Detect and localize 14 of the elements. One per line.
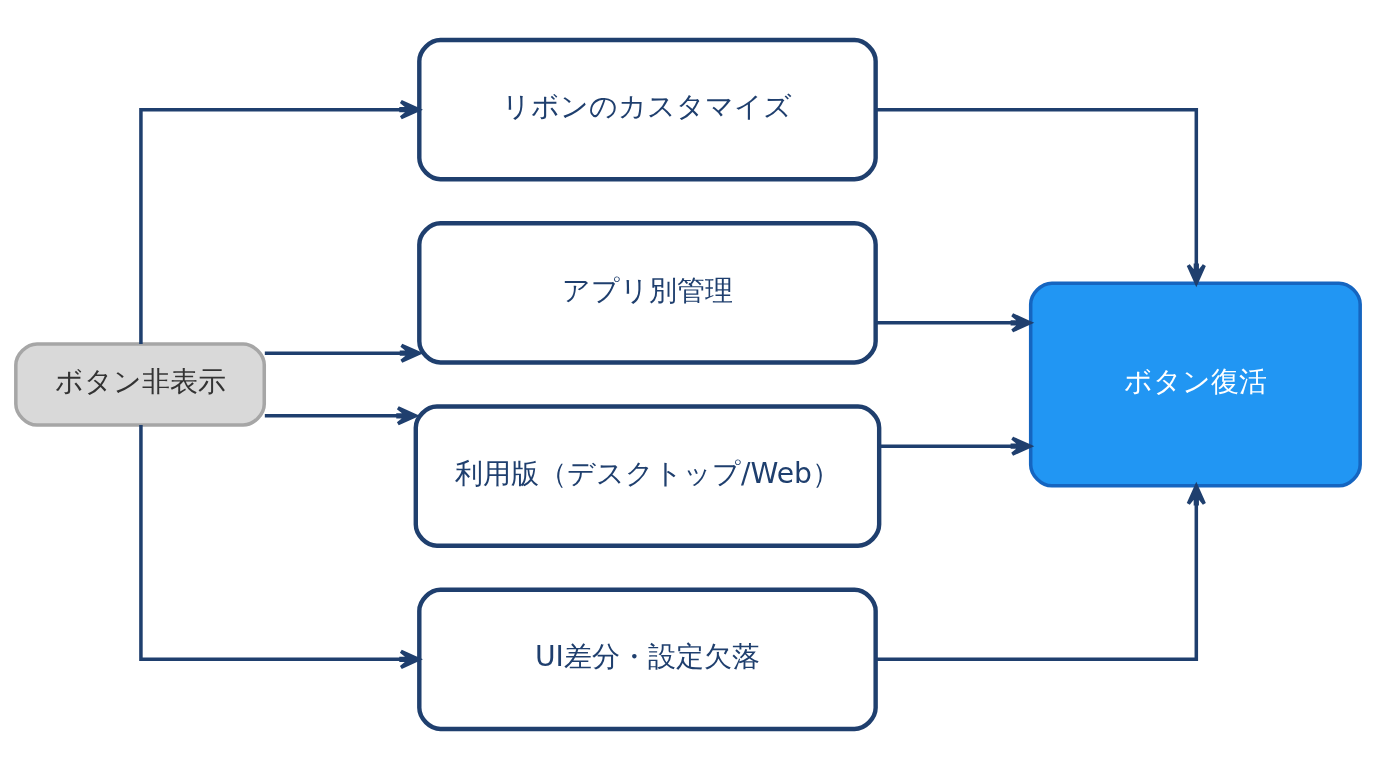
arrow (264, 343, 421, 363)
node-box: ボタン非表示 (14, 341, 266, 427)
arrow (879, 436, 1032, 456)
arrow (875, 312, 1032, 332)
node-box: リボンのカスタマイズ (417, 37, 878, 181)
node-box: UI差分・設定欠落 (417, 587, 878, 731)
arrow (264, 405, 418, 425)
node-box: ボタン復活 (1028, 280, 1362, 488)
node-box: 利用版（デスクトップ/Web） (413, 403, 882, 548)
arrow (139, 99, 421, 344)
node-box: アプリ別管理 (417, 220, 878, 365)
arrow (876, 483, 1206, 661)
arrow (139, 424, 421, 669)
arrow (876, 107, 1206, 285)
